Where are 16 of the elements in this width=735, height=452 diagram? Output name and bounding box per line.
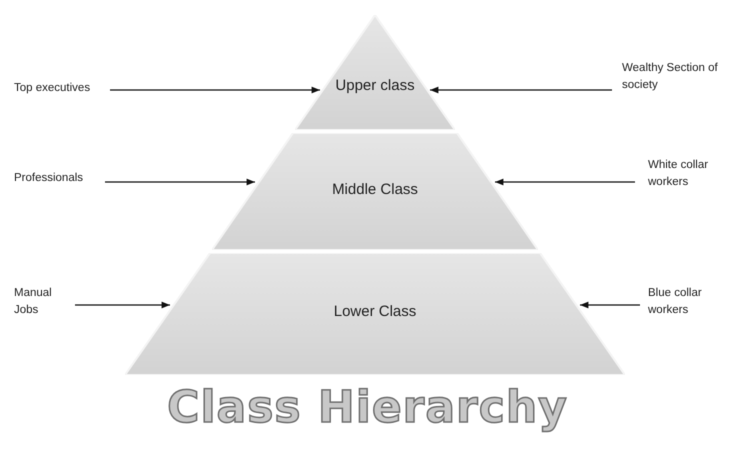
side-label: Manual Jobs — [14, 286, 53, 318]
tier-label: Lower Class — [332, 303, 418, 320]
arrow — [580, 302, 640, 308]
side-label: Top executives — [14, 81, 92, 96]
side-label: Wealthy Section of society — [622, 61, 719, 94]
arrow — [430, 86, 612, 94]
arrow — [75, 302, 170, 308]
arrow — [495, 178, 635, 186]
tier-label: Middle Class — [331, 181, 419, 198]
arrow — [105, 178, 255, 186]
diagram-title: Class Hierarchy — [166, 382, 569, 433]
side-label: Blue collar workers — [648, 286, 703, 318]
side-label: White collar workers — [648, 158, 710, 190]
tier-label: Upper class — [334, 77, 416, 94]
arrow — [110, 86, 320, 94]
side-label: Professionals — [14, 171, 84, 186]
